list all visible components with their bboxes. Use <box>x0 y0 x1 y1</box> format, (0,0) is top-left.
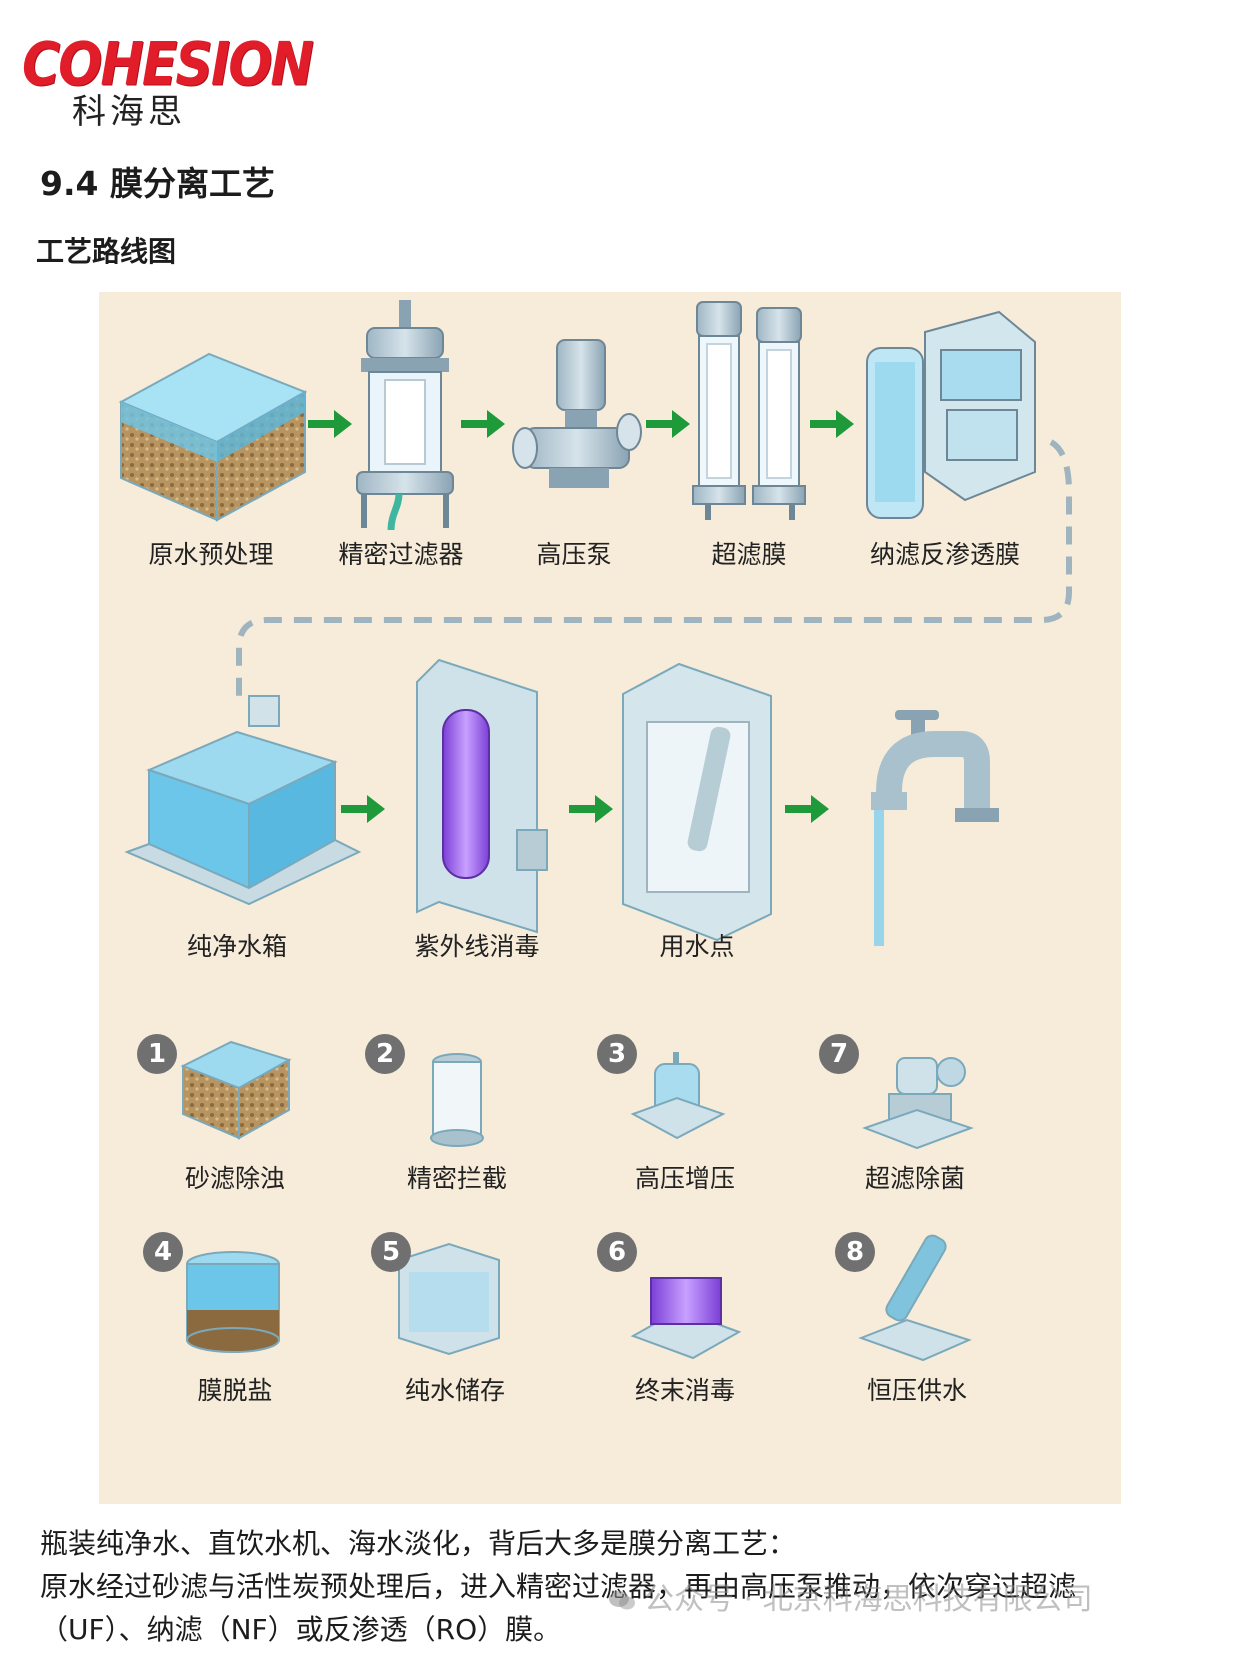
legend-label-8: 恒压供水 <box>866 1376 967 1405</box>
legend-badge-8: 8 <box>835 1232 875 1272</box>
legend-label-7: 超滤除菌 <box>864 1164 965 1193</box>
flow-label-uf: 超滤膜 <box>711 540 787 569</box>
pretreatment-box-icon <box>118 352 308 522</box>
sub-title: 工艺路线图 <box>36 235 177 268</box>
legend-uv-terminal-icon <box>630 1277 742 1360</box>
point-of-use-cabinet-icon <box>622 662 772 942</box>
high-pressure-pump-icon <box>512 339 642 488</box>
precision-filter-icon <box>356 300 454 531</box>
legend-pure-water-storage-icon <box>398 1242 500 1356</box>
flow-diagram <box>118 300 1072 1362</box>
flow-arrows-row2 <box>341 795 829 823</box>
faucet-icon <box>871 710 999 946</box>
legend-label-4: 膜脱盐 <box>197 1376 273 1405</box>
logo-cn: 科海思 <box>72 92 186 132</box>
legend-pressure-vessel-icon <box>630 1052 726 1140</box>
legend-badge-4: 4 <box>143 1232 183 1272</box>
legend-label-3: 高压增压 <box>634 1164 735 1193</box>
legend-badge-7: 7 <box>819 1034 859 1074</box>
legend-badge-5: 5 <box>371 1232 411 1272</box>
legend-label-6: 终末消毒 <box>634 1376 735 1405</box>
flow-label-nf-ro: 纳滤反渗透膜 <box>869 540 1020 569</box>
legend-membrane-tank-icon <box>186 1251 280 1353</box>
legend-cartridge-icon <box>430 1053 484 1147</box>
body-text: 瓶装纯净水、直饮水机、海水淡化，背后大多是膜分离工艺： 原水经过砂滤与活性炭预处… <box>40 1522 1220 1651</box>
nf-ro-membrane-icon <box>866 310 1036 519</box>
legend-sand-filter-icon <box>180 1040 292 1140</box>
legend-label-2: 精密拦截 <box>406 1164 507 1193</box>
flow-label-hp-pump: 高压泵 <box>536 540 612 569</box>
legend-badge-3: 3 <box>597 1034 637 1074</box>
legend-badge-6: 6 <box>597 1232 637 1272</box>
legend-badge-2: 2 <box>365 1034 405 1074</box>
legend-uf-pump-icon <box>862 1057 975 1150</box>
legend-label-5: 纯水储存 <box>404 1376 505 1405</box>
flow-label-tank: 纯净水箱 <box>186 932 287 961</box>
flow-label-use-point: 用水点 <box>659 932 735 961</box>
flow-label-raw-water: 原水预处理 <box>148 540 274 569</box>
pure-water-tank-icon <box>124 695 362 906</box>
diagram-panel: 原水预处理 精密过滤器 高压泵 超滤膜 纳滤反渗透膜 纯净水箱 紫外线消毒 用水… <box>99 292 1121 1504</box>
flow-label-precision-filter: 精密过滤器 <box>338 540 464 569</box>
wechat-icon <box>609 1591 635 1610</box>
body-line-3: （UF）、纳滤（NF）或反渗透（RO）膜。 <box>40 1613 562 1646</box>
legend-badge-1: 1 <box>137 1034 177 1074</box>
body-line-1: 瓶装纯净水、直饮水机、海水淡化，背后大多是膜分离工艺： <box>40 1527 797 1560</box>
watermark-text: 公众号 · 北京科海思科技有限公司 <box>644 1582 1093 1617</box>
watermark: 公众号 · 北京科海思科技有限公司 <box>608 1580 1093 1620</box>
section-title: 9.4 膜分离工艺 <box>40 164 275 203</box>
legend-constant-pressure-icon <box>858 1234 972 1362</box>
flow-arrows-row1 <box>308 410 854 438</box>
uf-membrane-icon <box>692 301 806 520</box>
logo-wordmark: COHESION <box>22 30 314 100</box>
uv-sterilizer-icon <box>416 658 548 934</box>
brand-logo: COHESION 科海思 <box>22 28 314 132</box>
flow-label-uv: 紫外线消毒 <box>414 932 540 961</box>
legend-label-1: 砂滤除浊 <box>184 1164 285 1193</box>
body-line-2: 原水经过砂滤与活性炭预处理后，进入精密过滤器，再由高压泵推动，依次穿过超滤 <box>40 1570 1077 1603</box>
dashed-connector <box>236 439 1072 700</box>
